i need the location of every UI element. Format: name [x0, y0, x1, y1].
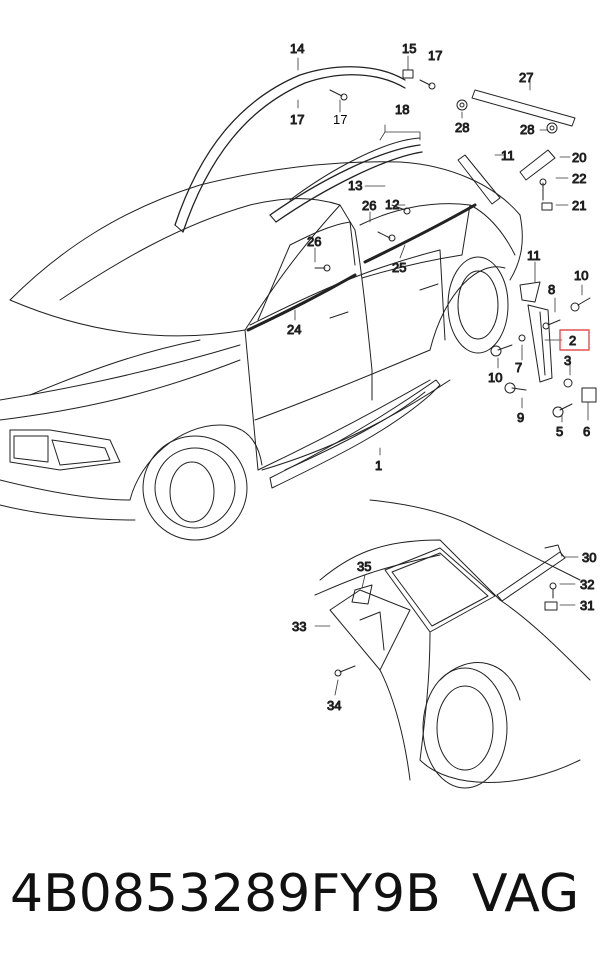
- callout-12: 11: [501, 148, 515, 163]
- callout-28b: 28: [520, 122, 534, 137]
- callout-32: 32: [580, 577, 594, 592]
- highlighted-callout[interactable]: 2: [559, 329, 590, 351]
- fasteners: [314, 69, 597, 418]
- callout-1: 1: [375, 458, 382, 473]
- callout-24: 24: [287, 322, 301, 337]
- callout-25: 25: [392, 260, 406, 275]
- callout-11-visible: 11: [527, 248, 541, 263]
- callout-31: 31: [580, 598, 594, 613]
- callout-labels: 14 15 17 27 28 28 17 17 17 18 11 20 22 2…: [287, 41, 597, 714]
- highlight-box: [559, 329, 590, 351]
- roof-moulding-parts: [174, 66, 576, 233]
- callout-10: 10: [574, 268, 588, 283]
- parts-diagram: 14 15 17 27 28 28 17 17 17 18 11 20 22 2…: [0, 41, 597, 789]
- car-body-rear-view: [314, 499, 591, 789]
- part-number: 4B0853289FY9B: [10, 864, 441, 924]
- callout-13: 12: [385, 197, 399, 212]
- callout-28: 28: [455, 120, 469, 135]
- callout-22: 22: [572, 171, 586, 186]
- callout-18: 18: [395, 102, 409, 117]
- car-body-front-view: [0, 161, 523, 541]
- callout-2: 2: [569, 333, 576, 348]
- door-mouldings: [246, 203, 553, 489]
- callout-33: 33: [292, 619, 306, 634]
- callout-5: 5: [556, 424, 563, 439]
- callout-6: 6: [583, 424, 590, 439]
- callout-14: 13: [348, 178, 362, 193]
- callout-17c: 17: [333, 112, 347, 127]
- callout-3: 3: [564, 353, 571, 368]
- callout-15: 14: [290, 41, 304, 56]
- callout-35: 35: [357, 559, 371, 574]
- callout-26b: 26: [307, 234, 321, 249]
- callout-9: 9: [517, 410, 524, 425]
- callout-21: 21: [572, 198, 586, 213]
- callout-20: 20: [572, 150, 586, 165]
- callout-7: 7: [515, 360, 522, 375]
- callout-19: 17: [290, 112, 304, 127]
- brand-label: VAG: [472, 864, 580, 924]
- callout-34: 34: [327, 698, 341, 713]
- callout-8: 8: [548, 282, 555, 297]
- callout-10b: 10: [488, 370, 502, 385]
- callout-26: 26: [362, 198, 376, 213]
- callout-16: 15: [402, 41, 416, 56]
- callout-27: 27: [519, 70, 533, 85]
- callout-17: 17: [428, 48, 442, 63]
- callout-30: 30: [582, 550, 596, 565]
- leader-lines: [294, 55, 589, 696]
